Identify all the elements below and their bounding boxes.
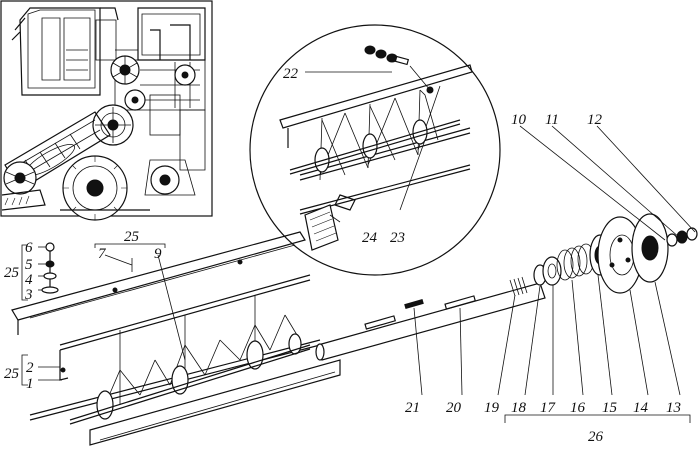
label-25-bottom: 25 xyxy=(4,366,20,382)
bolt-stack-3-6 xyxy=(41,242,59,294)
combine-header xyxy=(1,161,46,211)
leader-lines xyxy=(21,71,696,423)
shaft-assembly xyxy=(315,213,698,361)
label-24: 24 xyxy=(362,230,378,246)
label-14: 14 xyxy=(633,400,649,416)
bolt-assembly-22 xyxy=(364,45,434,94)
label-20: 20 xyxy=(446,400,462,416)
label-18: 18 xyxy=(511,400,527,416)
label-17: 17 xyxy=(540,400,557,416)
plate-24 xyxy=(304,194,356,251)
label-5: 5 xyxy=(25,257,33,273)
label-25-mid: 25 xyxy=(4,265,20,281)
label-22: 22 xyxy=(283,66,299,82)
combine-wheel xyxy=(60,155,150,221)
label-11: 11 xyxy=(545,112,559,128)
label-2: 2 xyxy=(26,360,34,376)
combine-rear-wheel xyxy=(144,159,196,196)
label-7: 7 xyxy=(98,246,107,262)
reel-frame xyxy=(11,231,341,446)
combine-pulleys xyxy=(92,55,196,146)
label-4: 4 xyxy=(25,272,33,288)
label-23: 23 xyxy=(390,230,405,246)
label-13: 13 xyxy=(666,400,681,416)
label-6: 6 xyxy=(25,240,33,256)
combine-inset xyxy=(0,0,213,221)
label-19: 19 xyxy=(484,400,500,416)
combine-body xyxy=(114,7,206,171)
label-3: 3 xyxy=(24,287,33,303)
label-15: 15 xyxy=(602,400,618,416)
label-9: 9 xyxy=(154,246,162,262)
label-16: 16 xyxy=(570,400,586,416)
label-10: 10 xyxy=(511,112,527,128)
detail-circle-outline xyxy=(249,24,501,276)
label-26: 26 xyxy=(588,429,604,445)
label-12: 12 xyxy=(587,112,603,128)
label-1: 1 xyxy=(26,376,34,392)
label-21: 21 xyxy=(405,400,420,416)
label-25-top: 25 xyxy=(124,229,140,245)
combine-cabin xyxy=(11,7,119,96)
part-labels: 22 23 24 10 11 12 25 7 9 6 25 5 4 3 25 2… xyxy=(4,66,681,445)
spring-16 xyxy=(556,243,595,281)
detail-circle xyxy=(249,24,501,276)
